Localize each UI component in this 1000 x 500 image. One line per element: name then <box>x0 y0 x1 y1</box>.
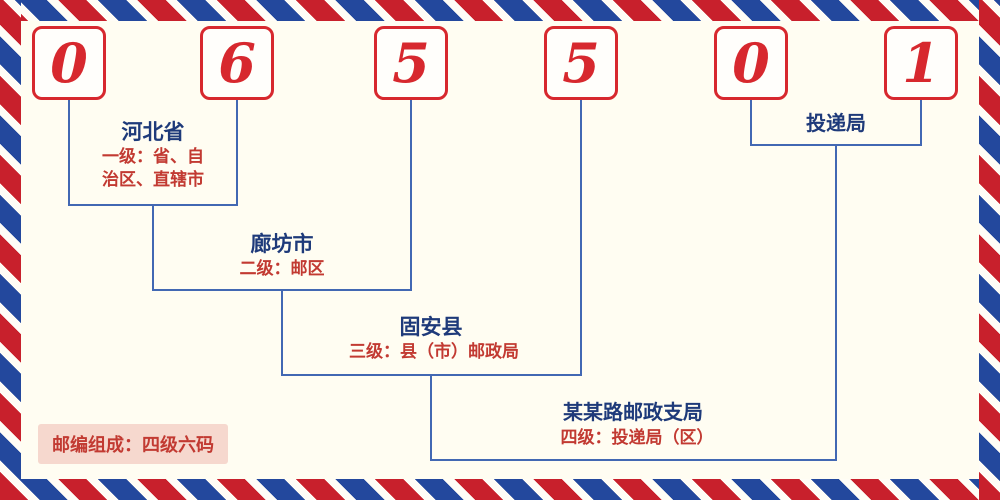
level1-place-name: 河北省 <box>121 121 185 144</box>
bracket-level4 <box>430 145 837 461</box>
digit-6: 1 <box>902 31 940 95</box>
airmail-border-top <box>0 0 1000 21</box>
digit-box-4: 5 <box>544 26 618 100</box>
digit-box-5: 0 <box>714 26 788 100</box>
digit-box-6: 1 <box>884 26 958 100</box>
level3-place-name: 固安县 <box>399 316 463 339</box>
level1-description-line2: 治区、直辖市 <box>102 170 204 189</box>
digit-5: 0 <box>732 31 770 95</box>
level1-description-line1: 一级：省、自 <box>102 147 204 166</box>
digit-3: 5 <box>392 31 430 95</box>
postal-code-composition-note: 邮编组成：四级六码 <box>38 424 228 464</box>
digit-box-3: 5 <box>374 26 448 100</box>
digit-1: 0 <box>50 31 88 95</box>
airmail-border-bottom <box>0 479 1000 500</box>
level2-place-name: 廊坊市 <box>250 233 314 256</box>
digit-box-1: 0 <box>32 26 106 100</box>
digit-4: 5 <box>562 31 600 95</box>
airmail-border-left <box>0 0 21 500</box>
level1-description: 一级：省、自 治区、直辖市 <box>102 145 204 191</box>
bracket-delivery-office <box>750 100 922 146</box>
digit-box-2: 6 <box>200 26 274 100</box>
delivery-office-label: 投递局 <box>806 113 866 135</box>
level3-description: 三级：县（市）邮政局 <box>349 342 519 361</box>
level2-description: 二级：邮区 <box>239 259 325 278</box>
digit-2: 6 <box>218 31 256 95</box>
level4-place-name: 某某路邮政支局 <box>563 402 703 424</box>
airmail-border-right <box>979 0 1000 500</box>
level4-description: 四级：投递局（区） <box>560 428 714 447</box>
